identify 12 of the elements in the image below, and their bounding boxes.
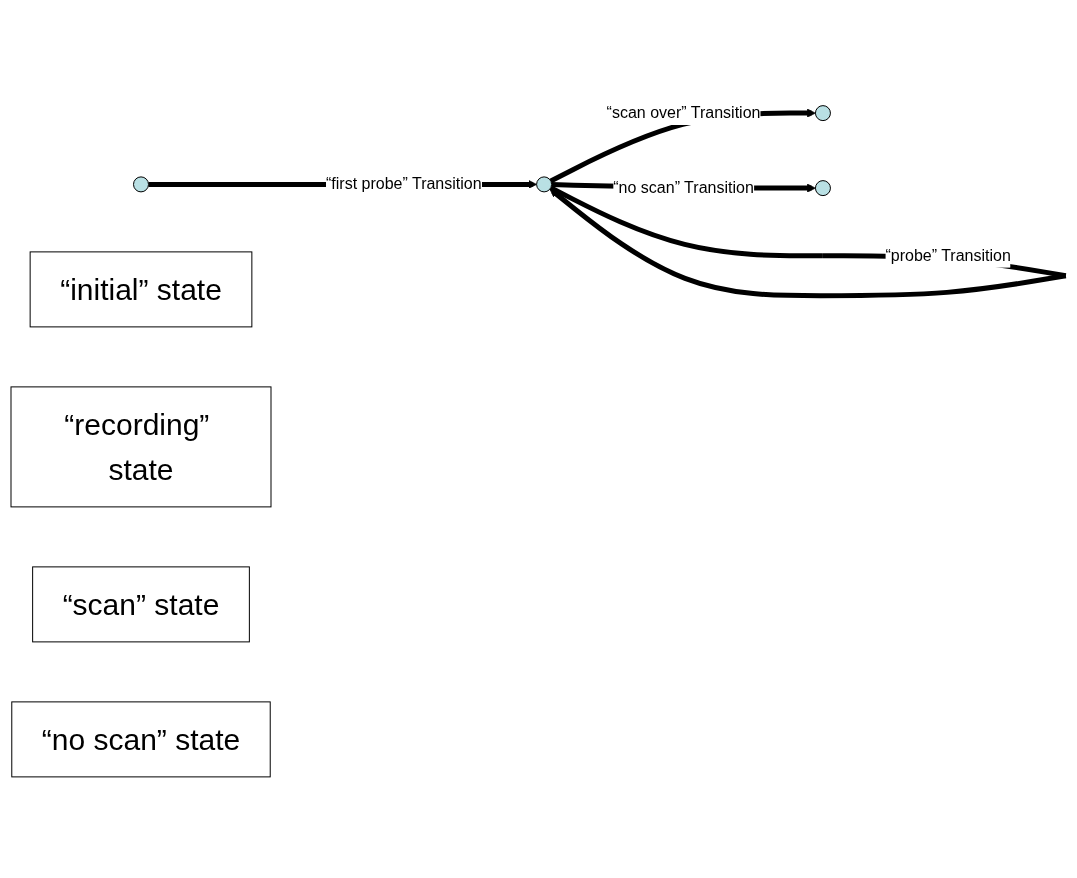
edge-label: “probe” Transition <box>885 246 1011 264</box>
node-circle <box>814 105 831 122</box>
node-box: “recording” state <box>10 386 272 508</box>
node-circle <box>133 176 149 193</box>
node-circle <box>536 176 553 193</box>
edge-label: “first probe” Transition <box>326 175 482 193</box>
node-box: “scan” state <box>32 566 250 643</box>
edge-label: “no scan” Transition <box>613 179 754 197</box>
node-box: “no scan” state <box>11 701 271 778</box>
node-circle <box>814 180 831 197</box>
node-box: “initial” state <box>29 251 253 328</box>
edge-label: “scan over” Transition <box>606 104 761 122</box>
